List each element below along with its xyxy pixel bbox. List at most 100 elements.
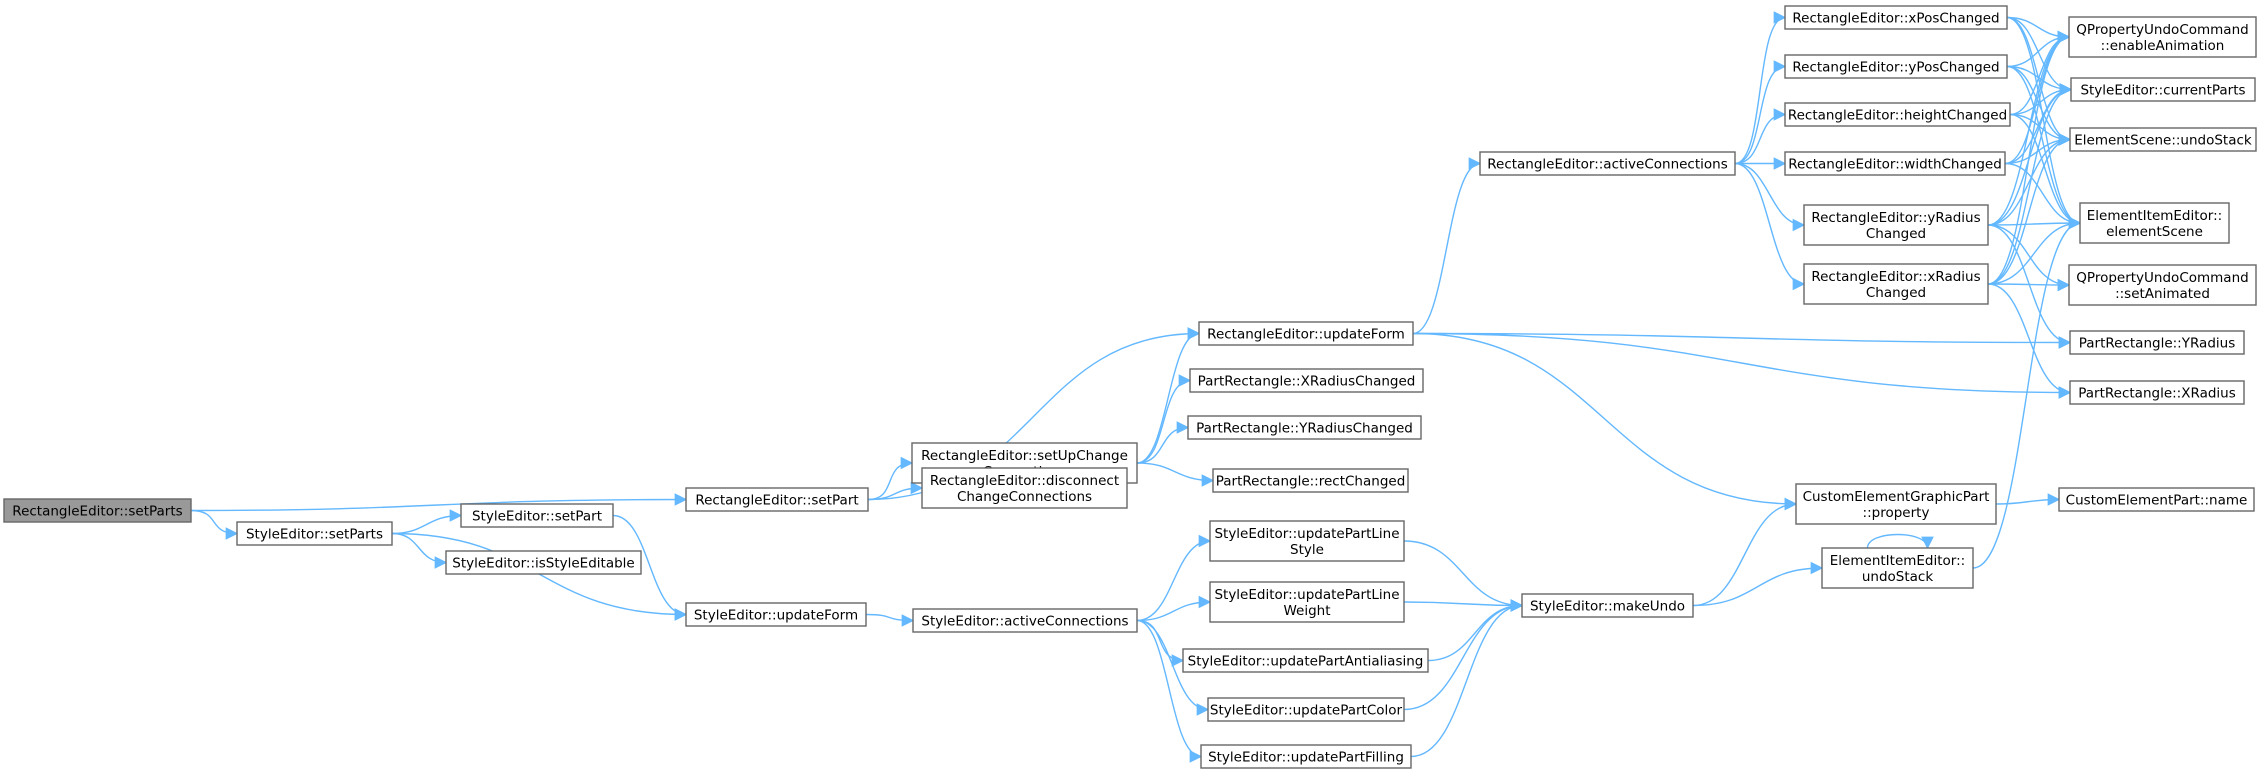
edge-root-to-re-set-part xyxy=(190,493,688,512)
node-label: ::setAnimated xyxy=(2115,286,2210,302)
edge-se-update-form-to-se-active-connections xyxy=(865,613,915,627)
node-label: PartRectangle::rectChanged xyxy=(1216,474,1406,490)
node-box xyxy=(1187,415,1422,440)
node-label: ::enableAnimation xyxy=(2101,38,2225,54)
node-label: undoStack xyxy=(1862,569,1933,585)
node-label: RectangleEditor::yRadius xyxy=(1811,210,1980,226)
edge-re-x-radius-changed-to-qpuc-set-animated xyxy=(1987,278,2071,292)
node-label: RectangleEditor::heightChanged xyxy=(1788,108,2007,124)
node-label: PartRectangle::XRadiusChanged xyxy=(1198,374,1416,390)
node-re-height-changed[interactable]: RectangleEditor::heightChanged xyxy=(1784,102,2011,127)
node-box xyxy=(460,503,614,528)
node-box xyxy=(1479,151,1736,176)
node-se-upd-antialiasing[interactable]: StyleEditor::updatePartAntialiasing xyxy=(1182,648,1429,673)
node-re-width-changed[interactable]: RectangleEditor::widthChanged xyxy=(1784,151,2006,176)
edge-se-set-part-to-se-update-form xyxy=(612,514,688,621)
edge-re-active-connections-to-re-y-pos-changed xyxy=(1734,60,1787,165)
node-se-set-parts[interactable]: StyleEditor::setParts xyxy=(236,521,393,546)
edge-se-upd-line-weight-to-se-make-undo xyxy=(1403,599,1524,612)
node-re-active-connections[interactable]: RectangleEditor::activeConnections xyxy=(1479,151,1736,176)
node-se-upd-color[interactable]: StyleEditor::updatePartColor xyxy=(1207,697,1405,722)
node-pr-rect-changed[interactable]: PartRectangle::rectChanged xyxy=(1212,468,1409,493)
edge-re-update-form-to-cegp-property xyxy=(1412,332,1798,511)
node-box xyxy=(1207,697,1405,722)
node-re-set-part[interactable]: RectangleEditor::setPart xyxy=(685,487,869,512)
node-label: RectangleEditor::widthChanged xyxy=(1788,157,2002,173)
node-re-y-pos-changed[interactable]: RectangleEditor::yPosChanged xyxy=(1784,54,2008,79)
node-qpuc-set-animated[interactable]: QPropertyUndoCommand::setAnimated xyxy=(2068,264,2257,306)
node-label: QPropertyUndoCommand xyxy=(2076,22,2248,38)
node-se-is-style-editable[interactable]: StyleEditor::isStyleEditable xyxy=(445,550,642,575)
node-re-x-pos-changed[interactable]: RectangleEditor::xPosChanged xyxy=(1784,5,2008,30)
node-se-current-parts[interactable]: StyleEditor::currentParts xyxy=(2070,77,2256,102)
node-label: ChangeConnections xyxy=(957,489,1092,505)
node-box xyxy=(2079,202,2230,244)
edge-se-upd-filling-to-se-make-undo xyxy=(1410,599,1524,758)
edge-re-update-form-to-pr-xradius xyxy=(1412,332,2072,399)
node-re-update-form[interactable]: RectangleEditor::updateForm xyxy=(1198,321,1414,346)
node-se-make-undo[interactable]: StyleEditor::makeUndo xyxy=(1521,593,1694,618)
edge-re-active-connections-to-re-y-radius-changed xyxy=(1734,162,1806,232)
node-label: StyleEditor::activeConnections xyxy=(921,614,1128,630)
node-box xyxy=(1209,520,1405,562)
edge-se-active-connections-to-se-upd-filling xyxy=(1136,619,1203,763)
node-eie-undo-stack[interactable]: ElementItemEditor::undoStack xyxy=(1821,547,1974,589)
node-pr-yradius[interactable]: PartRectangle::YRadius xyxy=(2069,330,2245,355)
edge-se-make-undo-to-eie-undo-stack xyxy=(1692,561,1824,607)
edge-re-x-radius-changed-to-es-undo-stack xyxy=(1987,133,2072,285)
node-label: ::property xyxy=(1863,505,1930,521)
node-se-set-part[interactable]: StyleEditor::setPart xyxy=(460,503,614,528)
node-qpuc-enable-animation[interactable]: QPropertyUndoCommand::enableAnimation xyxy=(2068,16,2257,58)
node-root[interactable]: RectangleEditor::setParts xyxy=(3,498,192,523)
node-se-active-connections[interactable]: StyleEditor::activeConnections xyxy=(912,608,1138,633)
edge-se-set-parts-to-se-is-style-editable xyxy=(391,532,448,569)
node-box xyxy=(3,498,192,523)
node-label: StyleEditor::updatePartLine xyxy=(1214,526,1399,542)
node-pr-yradius-changed[interactable]: PartRectangle::YRadiusChanged xyxy=(1187,415,1422,440)
node-re-disconnect[interactable]: RectangleEditor::disconnectChangeConnect… xyxy=(921,467,1128,509)
node-label: CustomElementPart::name xyxy=(2066,493,2248,509)
edge-re-set-part-to-re-disconnect xyxy=(867,481,924,501)
node-box xyxy=(912,608,1138,633)
edge-re-active-connections-to-re-height-changed xyxy=(1734,108,1787,165)
node-box xyxy=(1784,5,2008,30)
edge-re-x-radius-changed-to-pr-xradius xyxy=(1987,283,2072,399)
node-box xyxy=(2068,264,2257,306)
node-label: RectangleEditor::xRadius xyxy=(1811,269,1980,285)
node-label: StyleEditor::currentParts xyxy=(2080,83,2245,99)
node-label: RectangleEditor::setUpChange xyxy=(921,448,1128,464)
node-label: StyleEditor::updatePartAntialiasing xyxy=(1188,654,1424,670)
node-es-undo-stack[interactable]: ElementScene::undoStack xyxy=(2069,127,2257,152)
node-label: CustomElementGraphicPart xyxy=(1803,489,1990,505)
edge-root-to-se-set-parts xyxy=(190,509,239,540)
edge-re-update-form-to-re-active-connections xyxy=(1412,157,1482,335)
node-pr-xradius[interactable]: PartRectangle::XRadius xyxy=(2069,380,2245,405)
node-box xyxy=(685,602,867,627)
nodes-layer: RectangleEditor::setPartsStyleEditor::se… xyxy=(3,5,2257,769)
edge-re-update-form-to-pr-yradius xyxy=(1412,332,2072,349)
node-label: Weight xyxy=(1283,603,1330,619)
edge-re-y-pos-changed-to-eie-element-scene xyxy=(2006,65,2082,230)
node-box xyxy=(2070,77,2256,102)
node-box xyxy=(236,521,393,546)
node-label: RectangleEditor::xPosChanged xyxy=(1792,11,1999,27)
node-box xyxy=(1784,151,2006,176)
node-box xyxy=(1209,581,1405,623)
node-box xyxy=(1803,204,1989,246)
edge-se-active-connections-to-se-upd-line-style xyxy=(1136,534,1212,622)
node-label: RectangleEditor::disconnect xyxy=(930,473,1119,489)
node-cep-name[interactable]: CustomElementPart::name xyxy=(2058,487,2255,512)
node-pr-xradius-changed[interactable]: PartRectangle::XRadiusChanged xyxy=(1189,368,1424,393)
node-se-upd-filling[interactable]: StyleEditor::updatePartFilling xyxy=(1200,744,1412,769)
edge-eie-undo-stack-to-eie-undo-stack xyxy=(1866,533,1934,550)
edge-re-x-radius-changed-to-eie-element-scene xyxy=(1987,216,2082,285)
node-eie-element-scene[interactable]: ElementItemEditor::elementScene xyxy=(2079,202,2230,244)
edge-se-upd-color-to-se-make-undo xyxy=(1403,599,1524,711)
node-se-update-form[interactable]: StyleEditor::updateForm xyxy=(685,602,867,627)
node-label: RectangleEditor::setParts xyxy=(12,504,182,520)
node-cegp-property[interactable]: CustomElementGraphicPart::property xyxy=(1795,483,1997,525)
